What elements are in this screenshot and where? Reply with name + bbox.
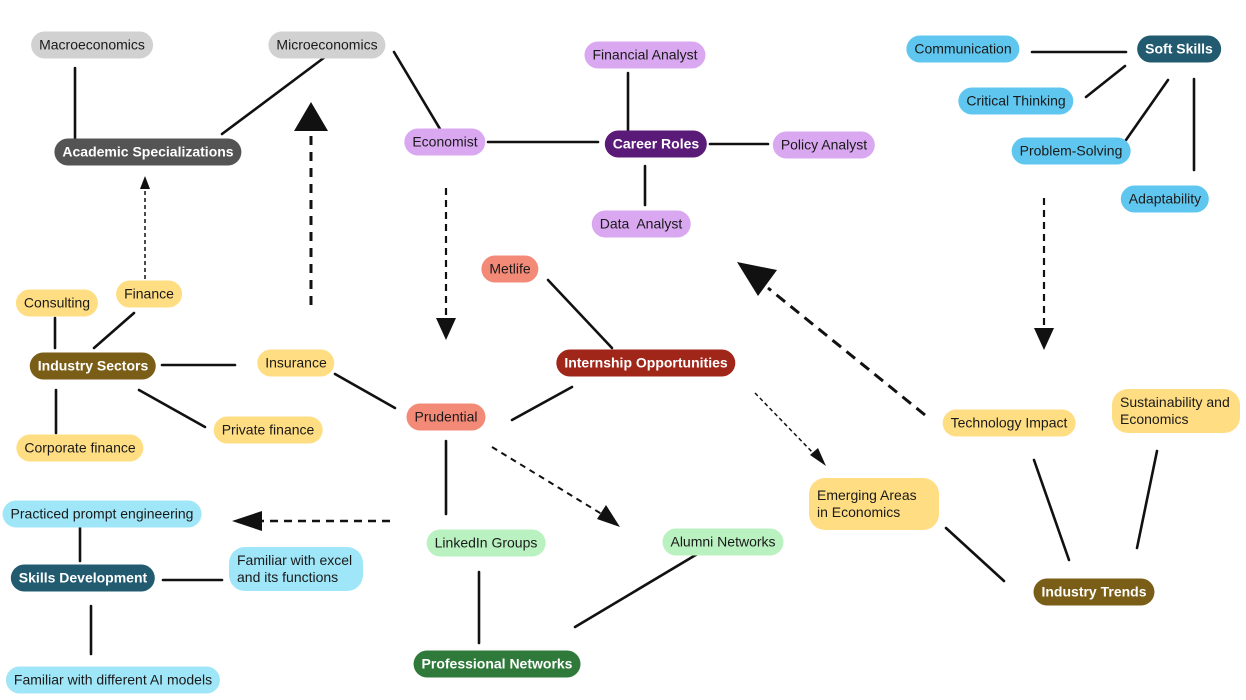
node-skills-development: Skills Development [10,564,156,592]
edge-problem-soft [1124,78,1170,142]
node-industry-trends: Industry Trends [1033,578,1155,606]
edge-alumni-professional [573,551,701,629]
dashed-arrow-internship-emerging [754,392,816,456]
node-policy-analyst: Policy Analyst [772,131,876,159]
edge-internship-prudential [510,385,574,422]
node-communication: Communication [906,35,1020,63]
node-problem-solving: Problem-Solving [1011,137,1131,165]
edge-sustain-trends [1135,449,1159,550]
node-critical-thinking: Critical Thinking [958,87,1074,115]
edge-sectors-private [137,388,207,429]
edge-micro-economist [392,50,445,136]
node-metlife: Metlife [481,255,539,283]
arrowhead-skills [232,511,262,531]
node-emerging-areas: Emerging Areas in Economics [809,478,939,530]
node-private-finance: Private finance [213,416,323,444]
node-familiar-excel: Familiar with excel and its functions [229,547,363,591]
dashed-arrow-prudential-alumni [491,446,606,517]
node-prudential: Prudential [406,403,486,431]
edge-metlife-internship [546,278,614,350]
node-data-analyst: Data Analyst [591,210,691,238]
edge-techimpact-trends [1032,458,1071,562]
node-macroeconomics: Macroeconomics [31,31,153,59]
arrowhead-alumni [597,505,620,527]
node-industry-sectors: Industry Sectors [29,352,157,380]
node-soft-skills: Soft Skills [1137,35,1221,63]
node-internship-opportunities: Internship Opportunities [556,349,736,377]
edge-insurance-prudential [333,372,397,410]
node-practiced-prompt-engineering: Practiced prompt engineering [2,500,202,528]
node-financial-analyst: Financial Analyst [584,41,706,69]
node-adaptability: Adaptability [1120,185,1210,213]
node-corporate-finance: Corporate finance [16,434,144,462]
arrowhead-micro [294,102,328,131]
node-economist: Economist [404,128,486,156]
edge-emerging-trends [944,526,1006,583]
node-finance: Finance [116,280,182,308]
node-familiar-ai-models: Familiar with different AI models [5,666,221,694]
edge-finance-sectors [92,311,136,350]
node-insurance: Insurance [257,349,335,377]
dashed-arrow-techimpact-datanalyst [767,286,926,417]
edge-micro-academic [220,55,327,136]
node-career-roles: Career Roles [604,130,708,158]
node-technology-impact: Technology Impact [942,409,1076,437]
arrowhead-datanalyst [737,262,777,296]
edge-critical-soft [1084,64,1127,99]
node-consulting: Consulting [15,289,99,317]
arrowhead-academic [140,176,150,189]
node-professional-networks: Professional Networks [413,650,581,678]
node-linkedin-groups: LinkedIn Groups [426,529,546,557]
arrowhead-techimpact [1034,328,1054,350]
arrowhead-prudential [436,318,456,340]
arrowhead-emerging [810,448,826,466]
node-microeconomics: Microeconomics [268,31,386,59]
node-sustainability-economics: Sustainability and Economics [1112,389,1240,433]
node-alumni-networks: Alumni Networks [662,528,784,556]
node-academic-specializations: Academic Specializations [54,138,242,166]
